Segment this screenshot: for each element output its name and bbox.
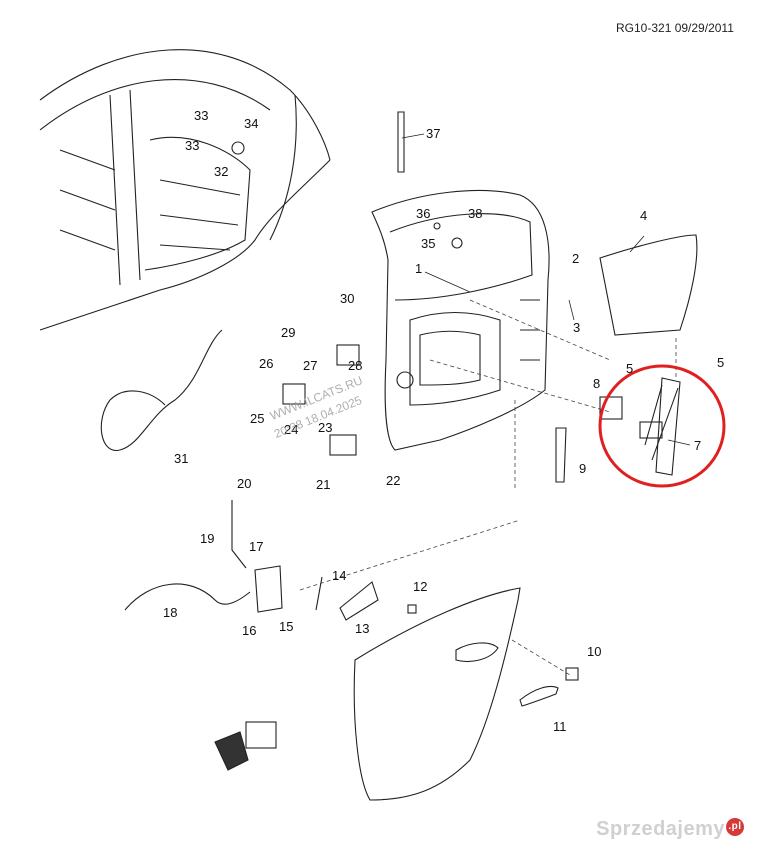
door-latch — [254, 565, 283, 613]
ref-15: 15 — [279, 619, 294, 634]
ref-35: 35 — [421, 236, 436, 251]
ref-29: 29 — [281, 325, 296, 340]
diagram-code: RG10-321 09/29/2011 — [616, 21, 734, 35]
ref-10: 10 — [587, 644, 602, 659]
latch-cable — [124, 583, 251, 611]
ref-22: 22 — [386, 473, 401, 488]
ref-9: 9 — [579, 461, 587, 476]
wiring-harness — [100, 329, 223, 451]
ref-28: 28 — [348, 358, 363, 373]
weatherstrip — [397, 111, 405, 173]
ref-33-upper: 33 — [194, 108, 209, 123]
ref-37: 37 — [426, 126, 441, 141]
ref-20: 20 — [237, 476, 252, 491]
handle-cap — [565, 667, 579, 681]
brand-name: Sprzedajemy — [596, 818, 725, 840]
lower-hinge — [329, 434, 357, 456]
ref-3: 3 — [573, 320, 581, 335]
door-outer-panel — [353, 587, 521, 801]
reference-lines — [299, 299, 677, 676]
ref-30: 30 — [340, 291, 355, 306]
ref-13: 13 — [355, 621, 370, 636]
ref-33-lower: 33 — [185, 138, 200, 153]
window-regulator — [639, 377, 681, 476]
ref-12: 12 — [413, 579, 428, 594]
ref-7: 7 — [694, 438, 702, 453]
ref-36: 36 — [416, 206, 431, 221]
brand-logo: Sprzedajemy.pl — [596, 818, 744, 841]
ref-4: 4 — [640, 208, 648, 223]
ref-21: 21 — [316, 477, 331, 492]
lock-rod — [231, 500, 247, 569]
vehicle-body-outline — [39, 49, 331, 331]
fastener-32 — [231, 141, 245, 155]
ref-31: 31 — [174, 451, 189, 466]
ref-2: 2 — [572, 251, 580, 266]
upper-hinge — [282, 383, 306, 405]
ref-11: 11 — [553, 719, 567, 734]
ref-25: 25 — [250, 411, 265, 426]
door-inner-panel — [371, 189, 550, 451]
ref-24: 24 — [284, 422, 299, 437]
highlight-circle — [598, 364, 726, 488]
window-glass — [599, 234, 698, 336]
ref-5-right: 5 — [717, 355, 725, 370]
ref-38: 38 — [468, 206, 483, 221]
ref-18: 18 — [163, 605, 178, 620]
ref-14: 14 — [332, 568, 347, 583]
ref-8: 8 — [593, 376, 601, 391]
regulator-motor — [599, 396, 623, 420]
forward-arrow-icon — [214, 721, 277, 771]
plug-36 — [433, 222, 441, 230]
ref-16: 16 — [242, 623, 257, 638]
hinge-bracket — [336, 344, 360, 366]
ref-19: 19 — [200, 531, 215, 546]
ref-32: 32 — [214, 164, 229, 179]
glass-run-channel — [555, 427, 567, 483]
clip — [407, 604, 417, 614]
ref-17: 17 — [249, 539, 264, 554]
ref-1: 1 — [415, 261, 423, 276]
ref-34: 34 — [244, 116, 259, 131]
ref-23: 23 — [318, 420, 333, 435]
brand-suffix: .pl — [726, 818, 744, 836]
handle-bracket — [339, 581, 379, 621]
handle-rod — [315, 576, 323, 611]
grommet-35 — [451, 237, 463, 249]
ref-26: 26 — [259, 356, 274, 371]
ref-5-upper: 5 — [626, 361, 634, 376]
ref-27: 27 — [303, 358, 318, 373]
leader-lines — [401, 133, 691, 446]
outer-handle — [519, 685, 559, 707]
